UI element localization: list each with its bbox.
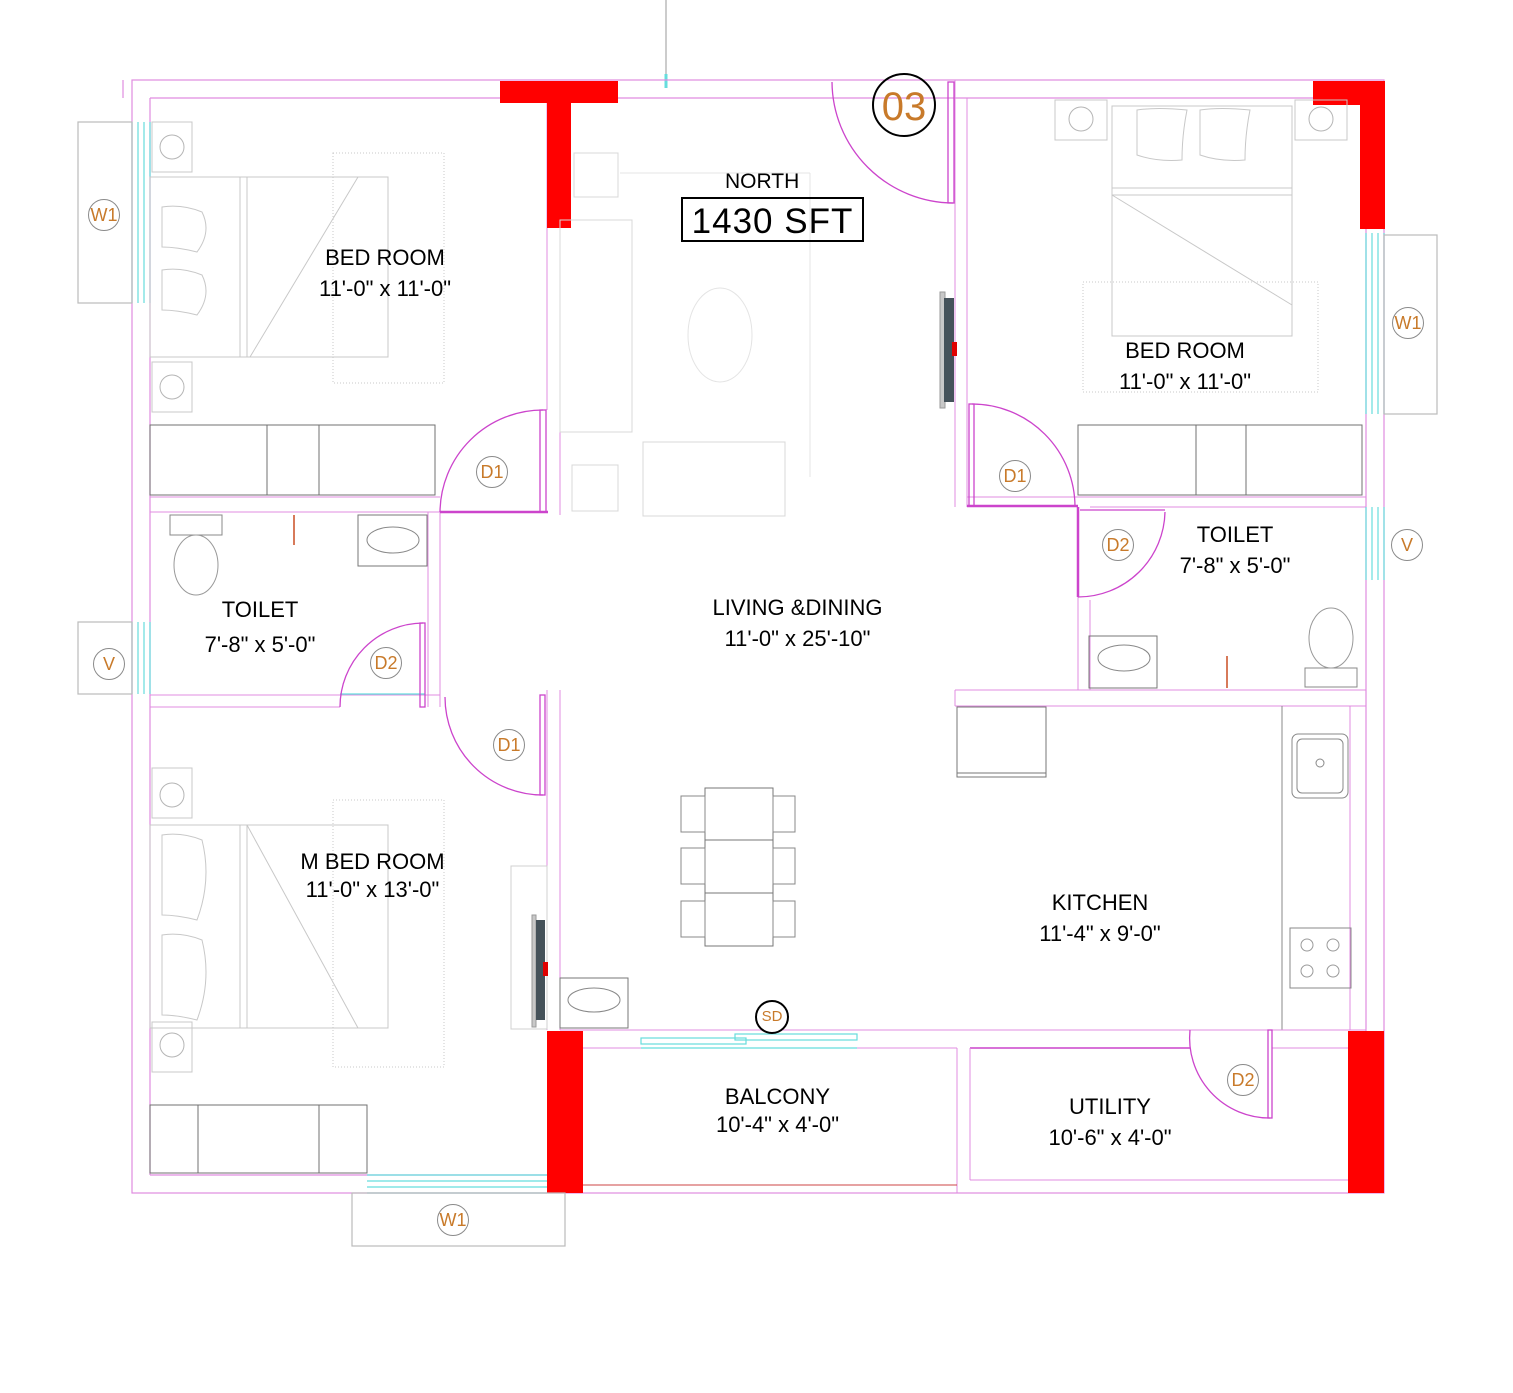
ventilator-tag-west: V xyxy=(93,648,125,680)
room-dimensions: 7'-8" x 5'-0" xyxy=(204,632,316,657)
room-dimensions: 11'-0" x 13'-0" xyxy=(305,877,440,902)
room-label-living-dining: LIVING &DINING 11'-0" x 25'-10" xyxy=(690,593,905,655)
windows xyxy=(77,121,1438,1247)
door-tag-d2-toilet-west: D2 xyxy=(370,647,402,679)
sliding-door-tag: SD xyxy=(755,1000,789,1034)
unit-number-badge: 03 xyxy=(872,73,936,137)
door-tag-d1-master-bedroom: D1 xyxy=(493,729,525,761)
room-label-bedroom-ne: BED ROOM 11'-0" x 11'-0" xyxy=(1095,336,1275,398)
window-tag-w1-east: W1 xyxy=(1392,307,1424,339)
room-name: BED ROOM xyxy=(1125,338,1245,363)
furniture xyxy=(149,99,1363,1174)
room-name: TOILET xyxy=(1196,522,1274,547)
room-name: BED ROOM xyxy=(325,245,445,270)
door-tag-d1-ne-bedroom: D1 xyxy=(999,460,1031,492)
window-tag-w1-south: W1 xyxy=(437,1204,469,1236)
total-area-label: 1430 SFT xyxy=(681,197,864,242)
door-swings xyxy=(339,81,1273,1119)
room-dimensions: 11'-0" x 11'-0" xyxy=(1118,369,1252,394)
room-name: TOILET xyxy=(221,597,299,622)
room-label-toilet-e: TOILET 7'-8" x 5'-0" xyxy=(1155,520,1315,582)
room-name: LIVING &DINING xyxy=(712,595,883,620)
room-name: M BED ROOM xyxy=(300,849,445,874)
structural-columns xyxy=(500,81,1385,1193)
room-dimensions: 11'-4" x 9'-0" xyxy=(1039,921,1161,946)
room-dimensions: 10'-6" x 4'-0" xyxy=(1048,1125,1172,1150)
room-dimensions: 11'-0" x 25'-10" xyxy=(724,626,871,651)
door-tag-d2-utility: D2 xyxy=(1227,1064,1259,1096)
room-name: UTILITY xyxy=(1069,1094,1151,1119)
door-tag-d1-nw-bedroom: D1 xyxy=(476,456,508,488)
ventilator-tag-east: V xyxy=(1391,529,1423,561)
room-label-bedroom-nw: BED ROOM 11'-0" x 11'-0" xyxy=(300,243,470,305)
room-label-master-bedroom: M BED ROOM 11'-0" x 13'-0" xyxy=(290,847,455,903)
door-tag-d2-toilet-east: D2 xyxy=(1102,529,1134,561)
north-label: NORTH xyxy=(725,170,800,193)
room-dimensions: 7'-8" x 5'-0" xyxy=(1179,553,1291,578)
room-dimensions: 10'-4" x 4'-0" xyxy=(715,1112,840,1137)
room-label-utility: UTILITY 10'-6" x 4'-0" xyxy=(1030,1092,1190,1154)
room-name: KITCHEN xyxy=(1051,890,1149,915)
window-tag-w1-west: W1 xyxy=(88,199,120,231)
room-name: BALCONY xyxy=(724,1084,831,1109)
room-label-kitchen: KITCHEN 11'-4" x 9'-0" xyxy=(1015,888,1185,950)
room-label-balcony: BALCONY 10'-4" x 4'-0" xyxy=(695,1082,860,1138)
room-dimensions: 11'-0" x 11'-0" xyxy=(318,276,452,301)
room-label-toilet-w: TOILET 7'-8" x 5'-0" xyxy=(180,595,340,661)
